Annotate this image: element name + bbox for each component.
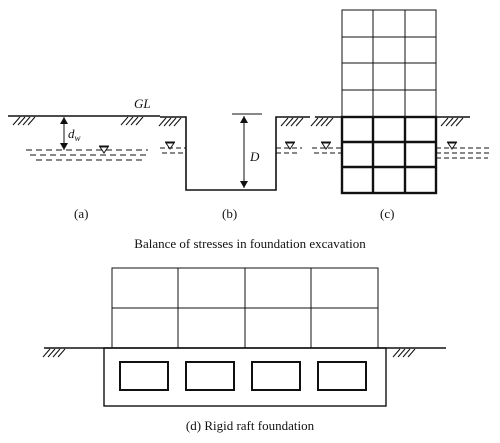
dw-label: dw: [68, 126, 81, 143]
ground-hatch-icon: [440, 117, 464, 127]
panel-a-label: (a): [74, 206, 88, 221]
excavation-outline: [160, 116, 310, 191]
panel-b-label: (b): [222, 206, 237, 221]
ground-hatch-icon: [280, 117, 304, 127]
raft-cell: [185, 361, 235, 391]
panel-b: D (b): [158, 113, 310, 221]
bottom-caption: (d) Rigid raft foundation: [186, 418, 315, 433]
ground-hatch-icon: [158, 117, 182, 127]
raft-cell: [317, 361, 367, 391]
gl-label: GL: [134, 96, 151, 111]
depth-label: D: [249, 149, 260, 164]
panel-a: GL dw (a): [8, 96, 160, 221]
ground-hatch-icon: [310, 117, 334, 127]
raft-cell: [119, 361, 169, 391]
panel-c-label: (c): [380, 206, 394, 221]
raft-cell: [251, 361, 301, 391]
top-caption: Balance of stresses in foundation excava…: [134, 236, 366, 251]
panel-c: (c): [310, 9, 492, 221]
panel-d: [42, 267, 446, 407]
ground-hatch-icon: [120, 116, 144, 126]
ground-hatch-icon: [392, 348, 416, 358]
building-basement: [340, 115, 438, 195]
ground-hatch-icon: [12, 116, 36, 126]
ground-hatch-icon: [42, 348, 66, 358]
raft-foundation: [103, 347, 387, 407]
